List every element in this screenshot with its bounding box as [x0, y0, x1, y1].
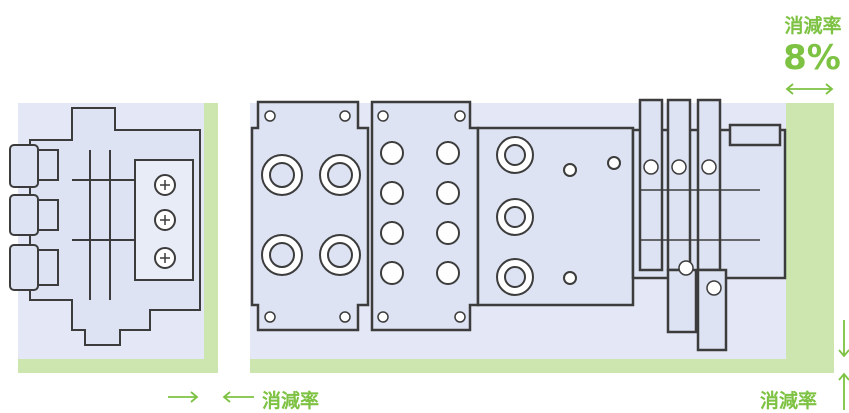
main-view-reduction-band	[786, 103, 834, 373]
reduction-value-top: 8%	[783, 38, 841, 78]
side-view-device	[9, 107, 201, 346]
large-connector-group	[261, 154, 361, 276]
arrow-up-icon	[838, 372, 849, 410]
reduction-label-right: 消減率	[760, 390, 818, 412]
main-view-bottom-band	[250, 359, 834, 373]
side-view-reduction-band	[204, 103, 218, 373]
arrow-right-icon	[168, 391, 199, 403]
medium-connector-group	[496, 136, 621, 296]
reduction-label-top: 消減率	[784, 15, 842, 37]
arrow-left-icon	[222, 391, 254, 403]
module-small-connectors	[370, 100, 480, 332]
double-arrow-icon	[785, 83, 834, 95]
arrow-down-icon	[838, 320, 849, 358]
reduction-label-bottom: 消減率	[262, 390, 320, 412]
valve-manifold	[631, 98, 787, 352]
module-large-connectors	[250, 100, 370, 332]
side-view-bottom-band	[18, 359, 218, 373]
small-connector-group	[380, 141, 460, 285]
side-view-screws	[160, 180, 170, 263]
